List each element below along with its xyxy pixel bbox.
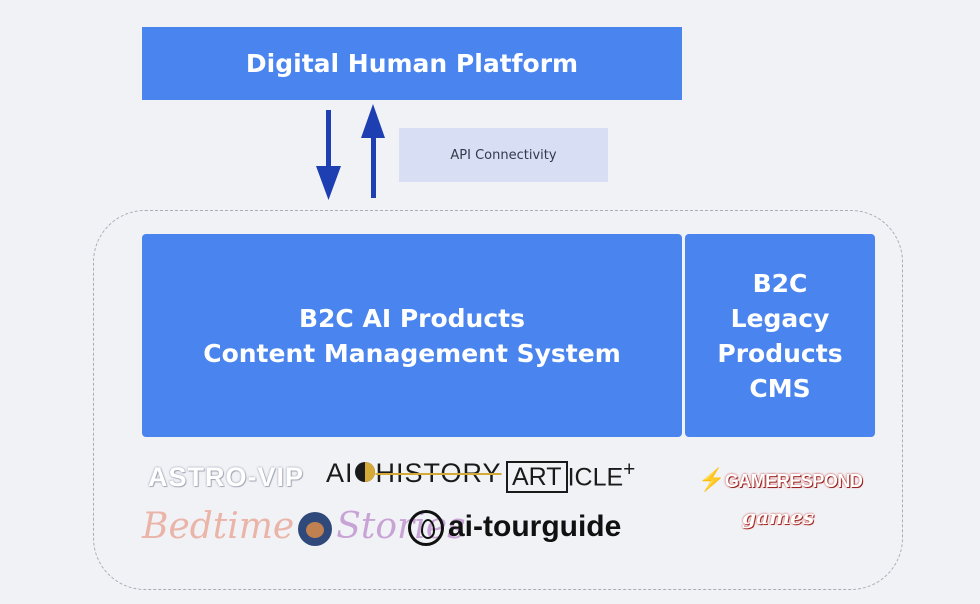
gamerespond-logo-respond: RESPOND	[776, 471, 863, 491]
ai-history-logo-right: HISTORY	[375, 458, 502, 488]
legacy-box-line-2: Legacy	[730, 303, 830, 333]
astro-vip-logo-text: ASTRO-VIP	[148, 462, 305, 492]
down-arrow-icon	[316, 110, 341, 200]
bidirectional-arrows	[316, 104, 385, 200]
digital-human-platform-label: Digital Human Platform	[245, 49, 579, 78]
article-logo-plus: +	[623, 458, 636, 481]
legacy-box-line-4: CMS	[749, 373, 811, 403]
head-profile-icon	[354, 462, 375, 482]
bedtime-logo-word: Bedtime	[142, 506, 295, 547]
ai-tourguide-logo: ai-tourguide	[408, 510, 622, 547]
ai-tourguide-logo-text: ai-tourguide	[448, 510, 622, 543]
legacy-box-line-3: Products	[717, 338, 843, 368]
article-logo-rest: ICLE	[567, 463, 624, 492]
article-logo-boxed: ART	[506, 461, 568, 494]
api-connectivity-text: API Connectivity	[450, 147, 557, 163]
api-connectivity-label: API Connectivity	[399, 128, 608, 182]
cms-box-line-2: Content Management System	[203, 338, 621, 368]
b2c-products-group-outline	[93, 210, 903, 590]
up-arrow-icon	[361, 104, 385, 198]
b2c-ai-products-cms-box: B2C AI Products Content Management Syste…	[142, 234, 682, 437]
ai-history-logo-left: AI	[326, 458, 354, 488]
lightning-bolt-icon: ⚡	[698, 467, 725, 492]
gamerespond-logo-game: GAME	[724, 471, 778, 491]
legacy-box-line-1: B2C	[752, 268, 808, 298]
location-pin-icon	[408, 510, 444, 547]
ai-history-logo: AI HISTORY	[326, 458, 502, 489]
astro-vip-logo: ASTRO-VIP	[148, 462, 304, 493]
bear-icon	[298, 512, 333, 546]
games-logo-text: games	[742, 505, 815, 529]
gamerespond-logo: ⚡GAMERESPOND	[698, 467, 863, 493]
games-logo: games	[742, 505, 814, 529]
b2c-legacy-products-cms-box: B2C Legacy Products CMS	[685, 234, 875, 437]
digital-human-platform-box: Digital Human Platform	[142, 27, 682, 100]
cms-box-line-1: B2C AI Products	[298, 303, 525, 333]
